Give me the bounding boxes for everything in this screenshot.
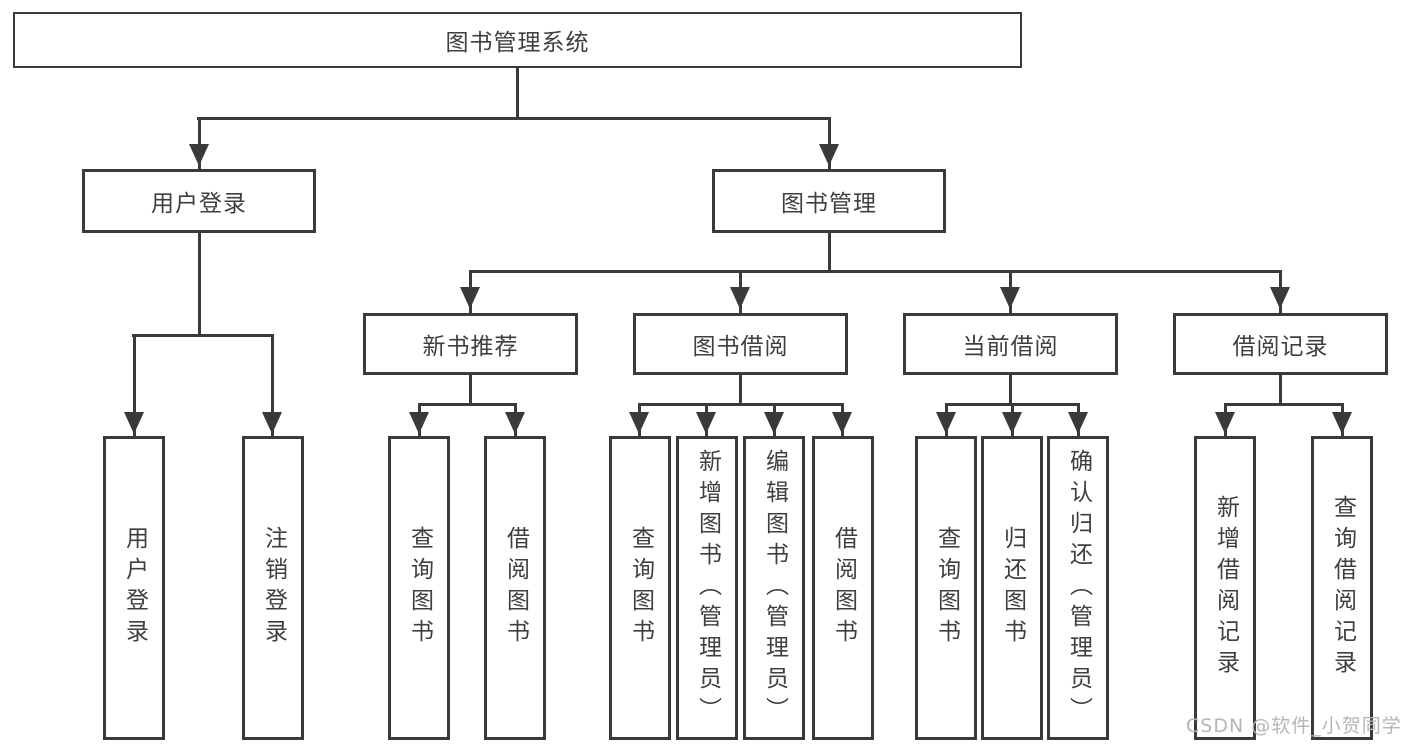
arrowhead-down-icon (1002, 412, 1022, 434)
connector-vertical-line (469, 375, 472, 406)
node-user-login: 用户登录 (82, 169, 316, 233)
connector-vertical-line (1279, 375, 1282, 406)
node-add-books-admin: 新增图书（管理员） (676, 436, 738, 740)
arrowhead-down-icon (764, 412, 784, 434)
node-book-borrowing: 图书借阅 (633, 313, 848, 375)
arrowhead-down-icon (936, 412, 956, 434)
arrowhead-down-icon (629, 412, 649, 434)
arrowhead-down-icon (505, 412, 525, 434)
node-query-books-recommend: 查询图书 (388, 436, 450, 740)
connector-horizontal-line (197, 117, 831, 120)
node-label: 借阅图书 (830, 526, 857, 650)
connector-vertical-line (828, 117, 831, 169)
node-logout: 注销登录 (242, 436, 304, 740)
connector-horizontal-line (418, 403, 517, 406)
connector-vertical-line (198, 117, 201, 169)
node-borrowing-records: 借阅记录 (1173, 313, 1388, 375)
node-label: 查询图书 (627, 526, 654, 650)
connector-vertical-line (1009, 375, 1012, 406)
arrowhead-down-icon (832, 412, 852, 434)
node-borrow-books-recommend: 借阅图书 (484, 436, 546, 740)
arrowhead-down-icon (262, 412, 282, 434)
arrowhead-down-icon (1068, 412, 1088, 434)
connector-vertical-line (198, 233, 201, 336)
node-query-borrow-record: 查询借阅记录 (1311, 436, 1373, 740)
node-return-books: 归还图书 (981, 436, 1043, 740)
node-label: 借阅记录 (1232, 334, 1329, 360)
arrowhead-down-icon (1000, 287, 1020, 309)
connector-horizontal-line (469, 270, 1282, 273)
node-label: 新增图书（管理员） (694, 448, 721, 728)
connector-horizontal-line (132, 334, 274, 337)
arrowhead-down-icon (189, 144, 209, 166)
node-book-management: 图书管理 (712, 169, 946, 233)
node-label: 新增借阅记录 (1212, 495, 1239, 681)
node-label: 确认归还（管理员） (1065, 448, 1092, 728)
node-label: 编辑图书（管理员） (761, 448, 788, 728)
connector-vertical-line (271, 334, 274, 436)
arrowhead-down-icon (819, 144, 839, 166)
node-edit-books-admin: 编辑图书（管理员） (743, 436, 805, 740)
node-label: 归还图书 (999, 526, 1026, 650)
node-label: 用户登录 (121, 526, 148, 650)
arrowhead-down-icon (730, 287, 750, 309)
arrowhead-down-icon (409, 412, 429, 434)
node-query-books-borrow: 查询图书 (609, 436, 671, 740)
node-label: 查询借阅记录 (1329, 495, 1356, 681)
node-add-borrow-record: 新增借阅记录 (1194, 436, 1256, 740)
arrowhead-down-icon (1332, 412, 1352, 434)
arrowhead-down-icon (124, 412, 144, 434)
node-confirm-return-admin: 确认归还（管理员） (1047, 436, 1109, 740)
node-label: 新书推荐 (422, 334, 519, 360)
connector-vertical-line (516, 68, 519, 120)
node-borrow-books: 借阅图书 (812, 436, 874, 740)
node-label: 查询图书 (406, 526, 433, 650)
node-label: 借阅图书 (502, 526, 529, 650)
watermark: CSDN @软件_小贺同学 (1186, 715, 1402, 737)
node-label: 图书管理 (781, 191, 877, 217)
node-library-management-system: 图书管理系统 (13, 12, 1022, 68)
connector-vertical-line (739, 375, 742, 406)
connector-vertical-line (828, 233, 831, 273)
node-label: 用户登录 (151, 191, 247, 217)
arrowhead-down-icon (696, 412, 716, 434)
node-current-borrowing: 当前借阅 (903, 313, 1118, 375)
node-label: 注销登录 (260, 526, 287, 650)
node-user-login-leaf: 用户登录 (103, 436, 165, 740)
connector-horizontal-line (638, 403, 844, 406)
node-label: 图书借阅 (692, 334, 789, 360)
node-label: 当前借阅 (962, 334, 1059, 360)
node-query-books-current: 查询图书 (915, 436, 977, 740)
arrowhead-down-icon (1215, 412, 1235, 434)
connector-vertical-line (133, 334, 136, 436)
arrowhead-down-icon (460, 287, 480, 309)
node-label: 查询图书 (933, 526, 960, 650)
node-new-book-recommendation: 新书推荐 (363, 313, 578, 375)
arrowhead-down-icon (1270, 287, 1290, 309)
connector-horizontal-line (1224, 403, 1344, 406)
node-label: 图书管理系统 (445, 30, 590, 56)
